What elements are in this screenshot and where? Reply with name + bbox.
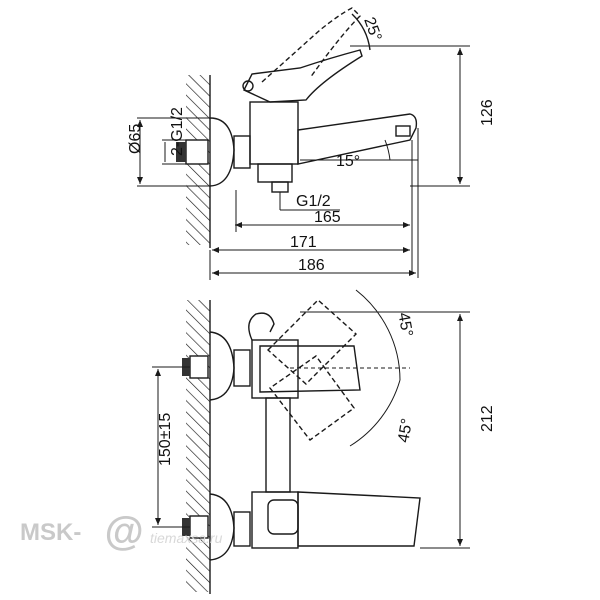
label-g12: G1/2 [296, 193, 331, 210]
flange-upper [209, 331, 235, 401]
nut-upper [233, 349, 251, 387]
label-angle-25: 25° [360, 15, 384, 44]
label-150-15: 150±15 [157, 413, 174, 466]
label-angle-15: 15° [336, 153, 360, 170]
handle-rot-down [268, 355, 355, 441]
watermark-brand: MSK- [20, 519, 81, 546]
aerator-top [395, 125, 411, 137]
arc-45-up [355, 289, 401, 381]
label-dia-65: Ø65 [127, 124, 144, 154]
body-upper-bottom [251, 339, 299, 399]
spout-side [297, 491, 421, 547]
fitting-upper [189, 355, 209, 379]
handle-top [243, 49, 363, 103]
arc-25 [351, 13, 371, 51]
arc-45-down [349, 379, 401, 447]
label-angle-45-up: 45° [394, 311, 415, 338]
label-angle-45-down: 45° [395, 417, 416, 444]
nut-lower [233, 511, 251, 547]
mixer-body-top [249, 101, 299, 165]
label-212: 212 [479, 405, 496, 432]
watermark-at: @ [104, 510, 143, 554]
shower-hook [248, 312, 275, 341]
diverter-knob [267, 499, 299, 535]
flange-top [209, 117, 235, 187]
wall-hatch-bottom [186, 300, 210, 592]
handle-knob-top [242, 80, 254, 92]
bottom-view [152, 289, 470, 594]
watermark-domain: tiemaxsa.ru [150, 530, 223, 546]
handle-side [259, 345, 361, 393]
handle-raised-dashed [261, 7, 361, 83]
label-171: 171 [290, 234, 317, 251]
eccentric-nut-top [233, 135, 251, 169]
body-column [265, 397, 291, 493]
spout-top [297, 113, 418, 165]
label-126: 126 [479, 99, 496, 126]
thread-fitting-top [185, 139, 209, 165]
label-2-g12: 2-G1/2 [169, 107, 186, 156]
top-view [137, 7, 470, 280]
handle-rot-up [266, 299, 358, 385]
diverter-top [257, 163, 293, 183]
arc-15 [384, 139, 391, 161]
flange-lower [209, 493, 235, 561]
label-165: 165 [314, 209, 341, 226]
label-186: 186 [298, 257, 325, 274]
outlet-fitting [271, 181, 289, 193]
thread-end-top [176, 142, 186, 162]
